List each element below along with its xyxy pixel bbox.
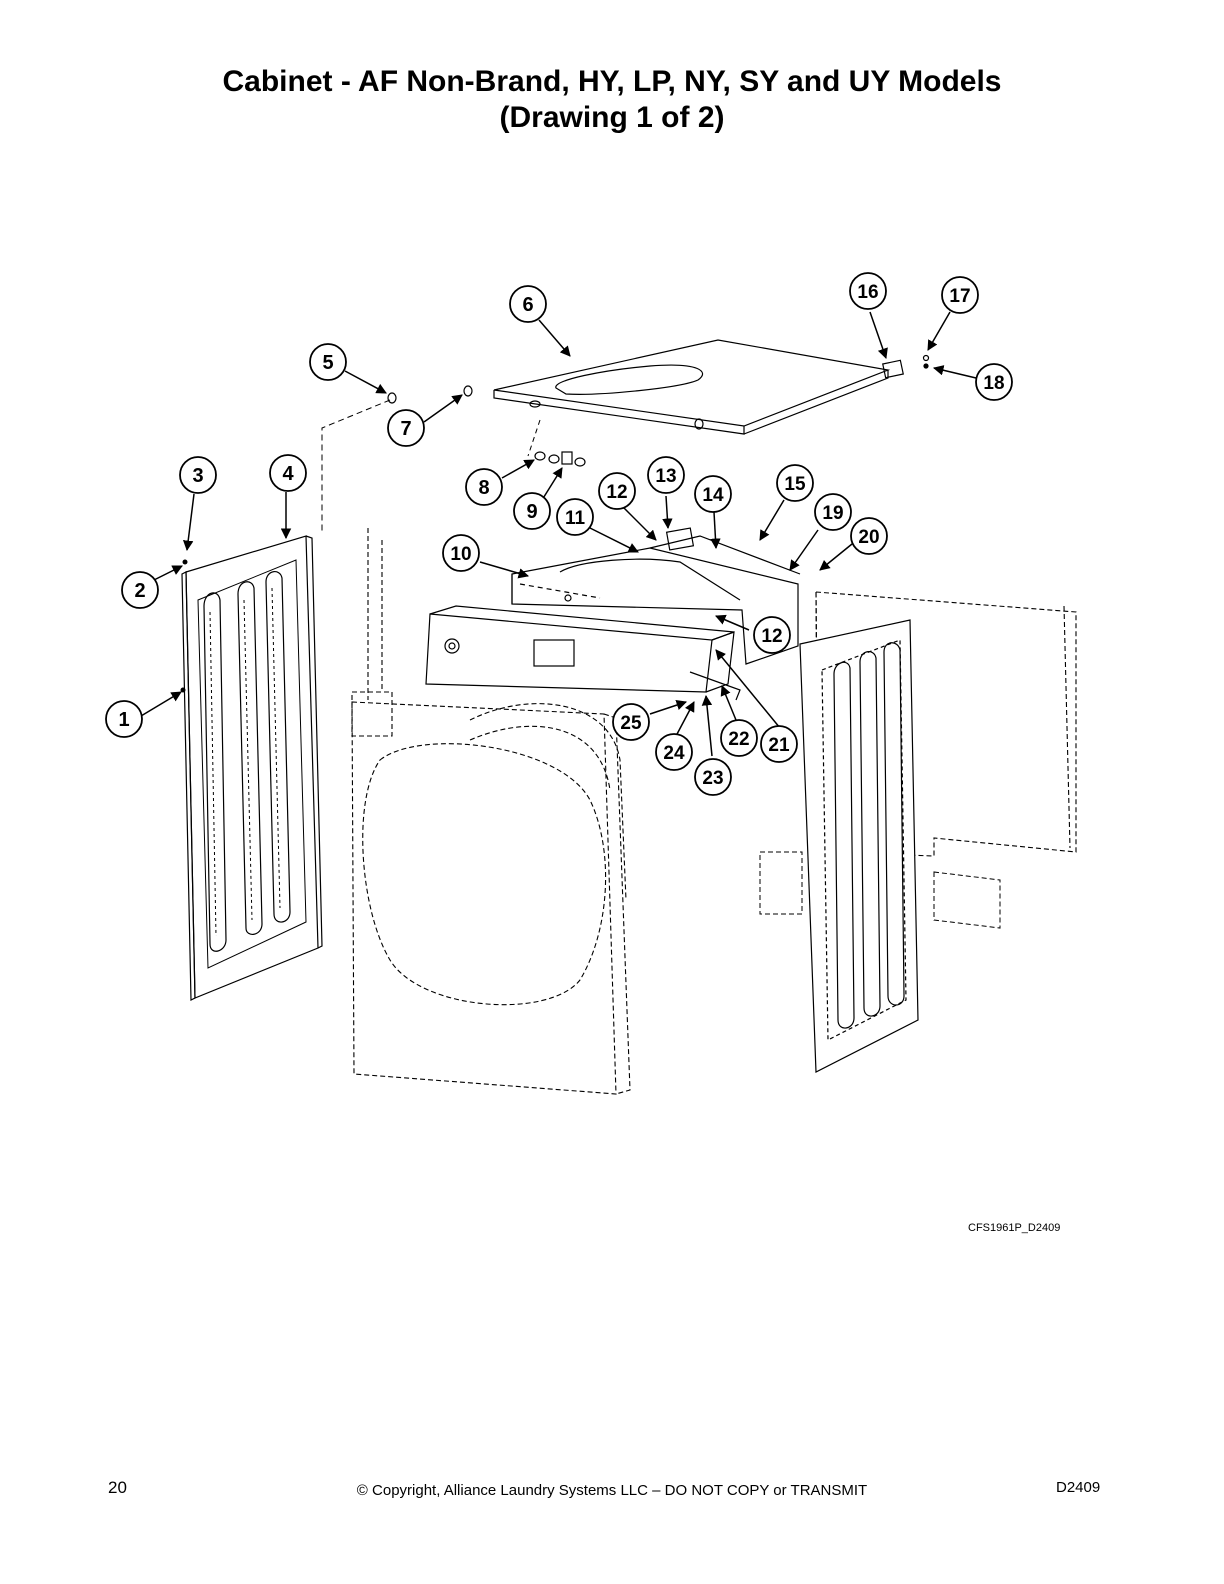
hinge-bracket-icon xyxy=(882,359,904,379)
panel-clip-icon xyxy=(180,687,186,693)
svg-text:1: 1 xyxy=(118,709,129,731)
callout-12-lower: 12 xyxy=(753,616,791,654)
callout-25: 25 xyxy=(612,703,650,741)
svg-text:24: 24 xyxy=(663,743,685,764)
page-title: Cabinet - AF Non-Brand, HY, LP, NY, SY a… xyxy=(222,65,1002,98)
svg-text:11: 11 xyxy=(565,508,586,529)
washer-8-icon xyxy=(534,451,546,461)
document-code: D2409 xyxy=(1056,1479,1101,1496)
callout-18: 18 xyxy=(975,363,1013,401)
callout-7: 7 xyxy=(387,409,425,447)
washer-17-icon xyxy=(922,354,930,362)
callout-16: 16 xyxy=(849,272,887,310)
svg-text:2: 2 xyxy=(134,580,145,602)
control-console xyxy=(425,605,741,701)
callout-1: 1 xyxy=(105,700,143,738)
copyright-notice: © Copyright, Alliance Laundry Systems LL… xyxy=(356,1482,868,1499)
svg-text:3: 3 xyxy=(192,465,203,487)
callout-15: 15 xyxy=(776,464,814,502)
plug-7-icon xyxy=(463,385,473,397)
svg-text:12: 12 xyxy=(761,626,782,647)
svg-text:19: 19 xyxy=(822,503,843,524)
callout-17: 17 xyxy=(941,276,979,314)
svg-text:22: 22 xyxy=(728,729,749,750)
top-panel xyxy=(493,339,891,435)
rear-brace xyxy=(759,851,1001,929)
svg-text:4: 4 xyxy=(282,463,294,485)
callout-6: 6 xyxy=(509,285,547,323)
svg-text:13: 13 xyxy=(655,466,676,487)
callout-19: 19 xyxy=(814,493,852,531)
svg-text:8: 8 xyxy=(478,477,489,499)
svg-text:17: 17 xyxy=(949,286,970,307)
drawing-reference: CFS1961P_D2409 xyxy=(968,1222,1061,1234)
callout-11: 11 xyxy=(556,498,594,536)
callout-8: 8 xyxy=(465,468,503,506)
callout-9: 9 xyxy=(513,492,551,530)
svg-text:14: 14 xyxy=(702,485,724,506)
svg-text:7: 7 xyxy=(400,418,411,440)
callout-21: 21 xyxy=(760,725,798,763)
svg-text:10: 10 xyxy=(450,544,471,565)
callout-10: 10 xyxy=(442,534,480,572)
plug-5-icon xyxy=(387,392,397,404)
svg-text:6: 6 xyxy=(522,294,533,316)
svg-text:20: 20 xyxy=(858,527,879,548)
svg-text:23: 23 xyxy=(702,768,723,789)
label-plate-13 xyxy=(665,527,695,551)
callout-5: 5 xyxy=(309,343,347,381)
callout-24: 24 xyxy=(655,733,693,771)
right-side-inner-panel xyxy=(799,619,919,1073)
callout-3: 3 xyxy=(179,456,217,494)
left-side-panel xyxy=(181,535,323,1001)
svg-text:18: 18 xyxy=(983,373,1004,394)
control-support-frame xyxy=(511,527,801,665)
svg-text:21: 21 xyxy=(768,735,790,756)
callout-12-upper: 12 xyxy=(598,472,636,510)
screw-18-icon xyxy=(923,363,929,369)
callout-2: 2 xyxy=(121,571,159,609)
panel-screw-icon xyxy=(182,559,188,565)
svg-text:5: 5 xyxy=(322,352,333,374)
callout-14: 14 xyxy=(694,475,732,513)
svg-text:15: 15 xyxy=(784,474,806,495)
leader-lines xyxy=(140,311,977,757)
svg-text:25: 25 xyxy=(620,713,642,734)
front-panel xyxy=(351,528,631,1095)
callout-13: 13 xyxy=(647,456,685,494)
svg-text:9: 9 xyxy=(526,501,537,523)
svg-text:12: 12 xyxy=(606,482,627,503)
callout-22: 22 xyxy=(720,719,758,757)
page-number: 20 xyxy=(108,1478,127,1497)
page-subtitle: (Drawing 1 of 2) xyxy=(499,101,725,134)
callout-4: 4 xyxy=(269,454,307,492)
callout-23: 23 xyxy=(694,758,732,796)
callout-20: 20 xyxy=(850,517,888,555)
svg-text:16: 16 xyxy=(857,282,878,303)
bracket-9-icon xyxy=(561,451,573,465)
